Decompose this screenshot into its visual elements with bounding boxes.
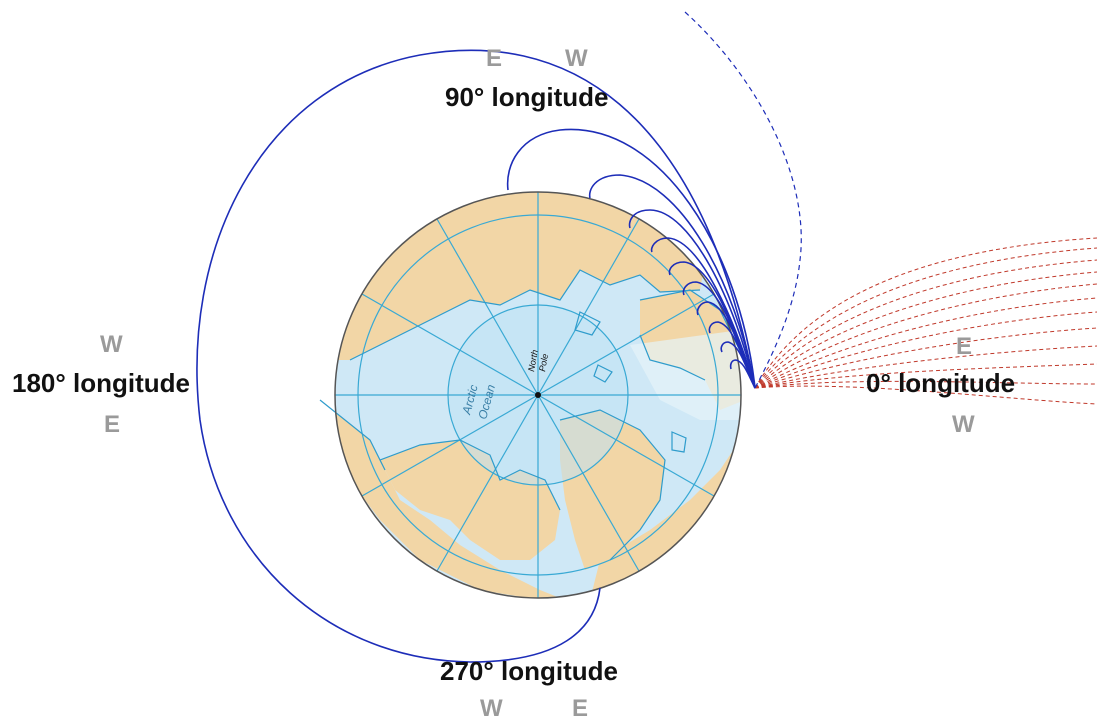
polar-globe: North Pole Arctic Ocean [319, 191, 743, 599]
north-pole-marker [535, 392, 541, 398]
lon-270-dir-w: W [480, 695, 503, 720]
coastlines [319, 269, 743, 561]
open-field-lines [754, 237, 1097, 405]
lon-180-dir-w: W [100, 331, 123, 358]
lon-90-dir-e: E [486, 45, 502, 72]
field-line-dashed-outer [684, 11, 802, 389]
land-west [335, 400, 560, 598]
lon-0-dir-e: E [956, 333, 972, 360]
field-line-outer [196, 49, 756, 663]
land-north-america [380, 440, 560, 560]
lon-90-dir-w: W [565, 45, 588, 72]
lon-270-label: 270° longitude [440, 656, 618, 686]
lon-180-dir-e: E [104, 411, 120, 438]
lon-0-label: 0° longitude [866, 368, 1015, 398]
globe-outline [334, 191, 742, 599]
land-north-asia [335, 192, 705, 360]
north-pole-label-2: Pole [537, 353, 550, 372]
lon-0-dir-w: W [952, 411, 975, 438]
lon-90-label: 90° longitude [445, 82, 609, 112]
lon-270-dir-e: E [572, 695, 588, 720]
lon-180-label: 180° longitude [12, 368, 190, 398]
north-pole-label-1: North [526, 349, 540, 372]
closed-field-lines [196, 49, 756, 663]
sea-lighter-area [630, 330, 741, 420]
